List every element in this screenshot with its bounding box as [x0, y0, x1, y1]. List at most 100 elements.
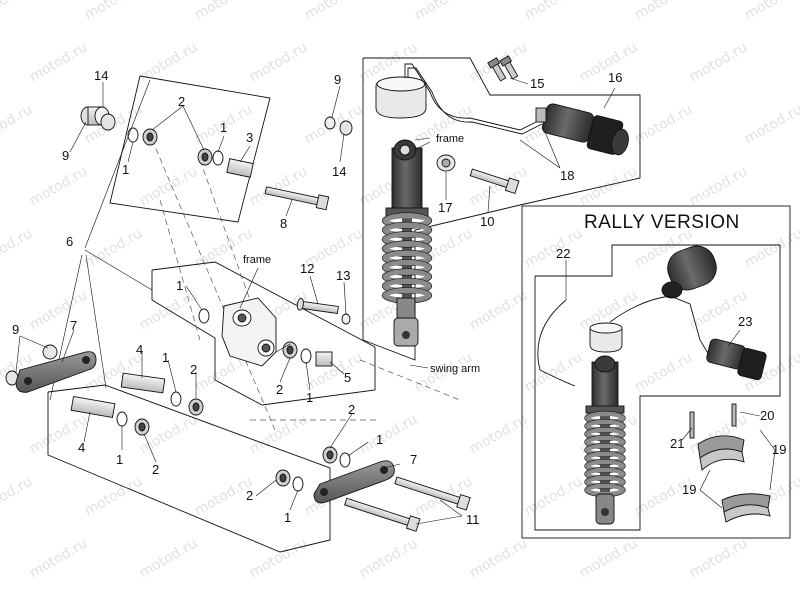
watermark-text: motod.ru [27, 287, 91, 333]
callout-14: 14 [94, 68, 108, 83]
callout-16: 16 [608, 70, 622, 85]
watermark-text: motod.ru [467, 535, 531, 581]
callout-19: 19 [682, 482, 696, 497]
callout-1: 1 [220, 120, 227, 135]
callout-22: 22 [556, 246, 570, 261]
watermark-text: motod.ru [192, 0, 256, 23]
leader-lines [15, 77, 616, 525]
callout-1: 1 [376, 432, 383, 447]
watermark-text: motod.ru [247, 163, 311, 209]
watermark-text: motod.ru [577, 163, 641, 209]
spring-coil-outline [584, 466, 626, 482]
watermark-text: motod.ru [82, 473, 146, 519]
watermark-text: motod.ru [742, 101, 800, 147]
callout-2: 2 [276, 382, 283, 397]
callout-13: 13 [336, 268, 350, 283]
callout-4: 4 [78, 440, 85, 455]
callout-1: 1 [116, 452, 123, 467]
callout-3: 3 [246, 130, 253, 145]
callout-1: 1 [176, 278, 183, 293]
label-frame-mid: frame [243, 254, 271, 266]
spring-coil-outline [381, 249, 433, 267]
callout-numbers: 14 9 2 1 1 3 8 6 9 14 15 16 18 17 10 12 … [12, 68, 786, 527]
watermark-text: motod.ru [0, 0, 35, 23]
callout-9: 9 [334, 72, 341, 87]
watermark-text: motod.ru [632, 349, 696, 395]
watermark-text: motod.ru [522, 0, 586, 23]
spring-coil-outline [584, 458, 626, 474]
watermark-text: motod.ru [687, 163, 751, 209]
callout-18: 18 [560, 168, 574, 183]
watermark-text: motod.ru [137, 39, 201, 85]
watermark-text: motod.ru [137, 163, 201, 209]
watermark-text: motod.ru [137, 411, 201, 457]
watermark-text: motod.ru [0, 101, 35, 147]
callout-8: 8 [280, 216, 287, 231]
spring-coil-outline [381, 231, 433, 248]
spring-coil-outline [381, 240, 433, 257]
spring-coil-outline [584, 434, 626, 450]
spring-coil-outline [381, 268, 433, 285]
callout-1: 1 [122, 162, 129, 177]
callout-4: 4 [136, 342, 143, 357]
spring-coil-outline [584, 410, 626, 426]
callout-11: 11 [466, 512, 480, 527]
watermark-text: motod.ru [0, 225, 35, 271]
callout-23: 23 [738, 314, 752, 329]
watermark-text: motod.ru [742, 225, 800, 271]
callout-1: 1 [306, 390, 313, 405]
watermark-text: motod.ru [357, 411, 421, 457]
label-swing-arm: swing arm [430, 363, 480, 375]
rally-version-title: RALLY VERSION [584, 212, 740, 233]
callout-17: 17 [438, 200, 452, 215]
callout-20: 20 [760, 408, 774, 423]
watermark-text: motod.ru [247, 411, 311, 457]
callout-2: 2 [348, 402, 355, 417]
watermark-text: motod.ru [27, 535, 91, 581]
watermark-text: motod.ru [687, 535, 751, 581]
watermark-text: motod.ru [522, 225, 586, 271]
watermark-text: motod.ru [0, 473, 35, 519]
spring-coil-outline [381, 277, 433, 295]
callout-19: 19 [772, 442, 786, 457]
watermark-text: motod.ru [27, 39, 91, 85]
callout-15: 15 [530, 76, 544, 91]
callout-6: 6 [66, 234, 73, 249]
callout-2: 2 [152, 462, 159, 477]
watermark-text: motod.ru [522, 349, 586, 395]
watermark-text: motod.ru [467, 411, 531, 457]
main-shock-absorber [324, 55, 629, 347]
spring-coil-outline [584, 442, 626, 458]
watermark-text: motod.ru [412, 0, 476, 23]
callout-2: 2 [246, 488, 253, 503]
main-spring [381, 212, 433, 304]
callout-10: 10 [480, 214, 494, 229]
watermark-text: motod.ru [247, 39, 311, 85]
watermark-text: motod.ru [357, 535, 421, 581]
spring-coil-outline [381, 259, 433, 276]
rally-spring [584, 410, 626, 498]
watermark-text: motod.ru [632, 0, 696, 23]
spring-coil-outline [584, 450, 626, 466]
callout-2: 2 [178, 94, 185, 109]
spring-coil-outline [381, 221, 433, 239]
spring-coil-outline [584, 418, 626, 434]
watermark-text: motod.ru [27, 163, 91, 209]
callout-9: 9 [12, 322, 19, 337]
callout-1: 1 [162, 350, 169, 365]
callout-5: 5 [344, 370, 351, 385]
spring-coil-outline [381, 212, 433, 229]
callout-9: 9 [62, 148, 69, 163]
watermark-text: motod.ru [522, 473, 586, 519]
watermark-text: motod.ru [82, 0, 146, 23]
callout-14: 14 [332, 164, 346, 179]
rocker-parts [198, 297, 351, 367]
watermark-text: motod.ru [742, 0, 800, 23]
callout-1: 1 [284, 510, 291, 525]
callout-7: 7 [70, 318, 77, 333]
outline-lines [47, 57, 791, 553]
shock-rod [402, 216, 412, 300]
watermark-text: motod.ru [687, 39, 751, 85]
